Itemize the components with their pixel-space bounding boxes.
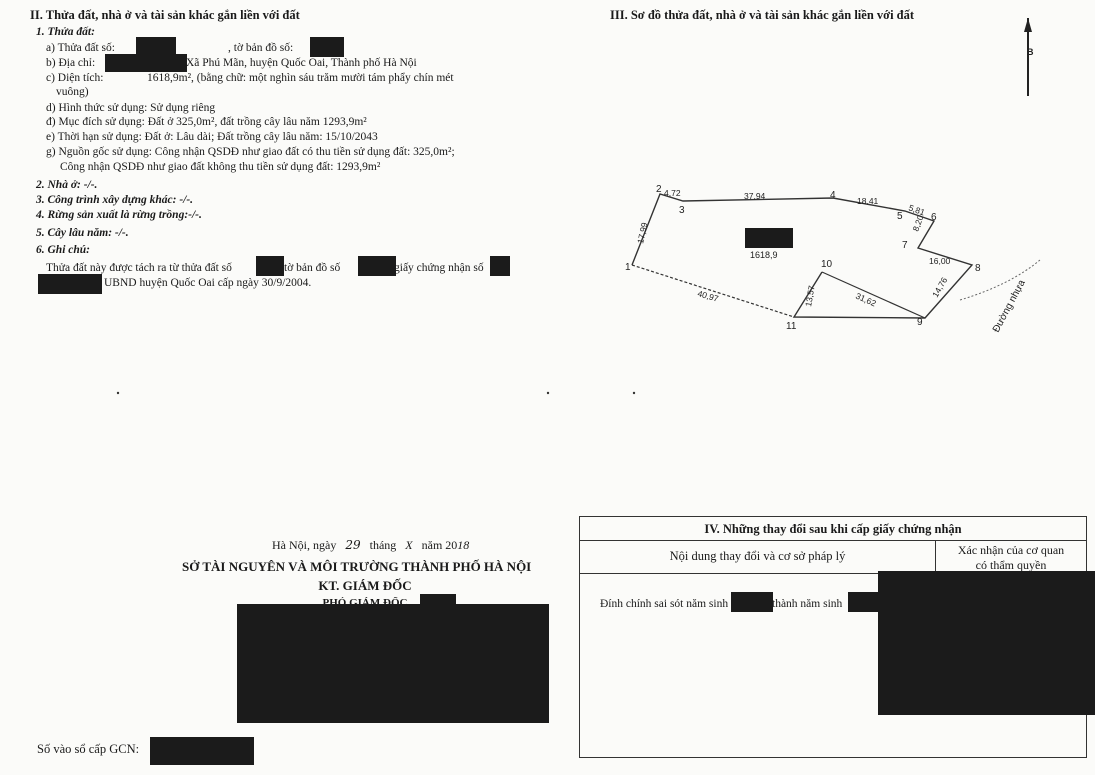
- redaction-cert-number-1: [490, 256, 510, 276]
- use-origin: g) Nguồn gốc sử dụng: Công nhận QSDĐ như…: [46, 146, 455, 158]
- table-divider: [580, 540, 1086, 541]
- notes-text-c: giấy chứng nhận số: [394, 262, 484, 274]
- redaction-source-sheet: [358, 256, 396, 276]
- table-column-divider: [935, 540, 936, 573]
- change-entry-a: Đính chính sai sót năm sinh: [600, 598, 729, 610]
- redaction-registry-number: [150, 737, 254, 765]
- edge-length: 16,00: [929, 256, 951, 266]
- notes-text-a: Thửa đất này được tách ra từ thửa đất số: [46, 262, 232, 274]
- date-year-suffix: 18: [457, 538, 470, 552]
- forest-line: 4. Rừng sản xuất là rừng trồng:-/-.: [36, 209, 202, 221]
- point-label: 10: [821, 259, 833, 270]
- point-label: 11: [786, 321, 797, 332]
- point-label: 4: [830, 190, 836, 201]
- map-sheet-label: , tờ bản đồ số:: [228, 42, 294, 54]
- date-line: Hà Nội, ngày 29 tháng X năm 2018: [272, 538, 469, 553]
- date-day: 29: [345, 538, 361, 552]
- point-label: 7: [902, 240, 908, 251]
- edge-length: 17,99: [635, 221, 649, 244]
- area-value: 1618,9m², (bằng chữ: một nghìn sáu trăm …: [147, 72, 454, 84]
- boundary-edge-1-11: [631, 264, 795, 318]
- road-label: Đường nhựa: [991, 278, 1028, 335]
- redaction-map-sheet: [310, 37, 344, 57]
- diagram-area-label: 1618,9: [750, 250, 778, 260]
- edge-length: 8,20: [910, 213, 925, 232]
- north-arrow-icon: B: [1024, 18, 1034, 96]
- table-divider: [580, 573, 1086, 574]
- edge-length: 18,41: [857, 196, 879, 206]
- use-origin-2: Công nhận QSDĐ như giao đất không thu ti…: [60, 161, 381, 173]
- edge-length: 31,62: [854, 291, 878, 309]
- redaction-old-birth-year: [731, 592, 773, 612]
- road-line: [959, 259, 1041, 301]
- col-content-header: Nội dung thay đổi và cơ sở pháp lý: [669, 549, 846, 563]
- redaction-cert-number-2: [38, 274, 102, 294]
- address-label: b) Địa chỉ:: [46, 57, 96, 69]
- redaction-source-parcel: [256, 256, 284, 276]
- perennial-line: 5. Cây lâu năm: -/-.: [36, 227, 129, 239]
- north-label: B: [1027, 47, 1034, 57]
- scan-speck: [546, 391, 550, 395]
- address-value: Xã Phú Mãn, huyện Quốc Oai, Thành phố Hà…: [186, 57, 417, 69]
- redaction-diagram-parcel-id: [745, 228, 793, 248]
- notes-text-2: UBND huyện Quốc Oai cấp ngày 30/9/2004.: [104, 277, 312, 289]
- scan-speck: [116, 391, 120, 395]
- parcel-title: 1. Thửa đất:: [36, 26, 95, 38]
- edge-length: 4,72: [664, 188, 681, 198]
- kt-title: KT. GIÁM ĐỐC: [318, 578, 412, 593]
- date-year-label: năm 20: [421, 538, 458, 552]
- point-label: 3: [679, 205, 685, 216]
- edge-length: 37,94: [744, 191, 766, 201]
- point-label: 8: [975, 263, 981, 274]
- area-label: c) Diện tích:: [46, 72, 104, 84]
- change-entry-b: thành năm sinh: [772, 598, 843, 610]
- registry-label: Số vào sổ cấp GCN:: [37, 742, 140, 756]
- date-prefix: Hà Nội, ngày: [272, 538, 337, 552]
- redaction-address: [105, 54, 187, 72]
- point-label: 6: [931, 212, 937, 223]
- col-confirm-header-1: Xác nhận của cơ quan: [957, 543, 1065, 557]
- boundary-edge-10-9: [821, 271, 926, 319]
- construction-line: 3. Công trình xây dựng khác: -/-.: [36, 194, 194, 206]
- use-form: d) Hình thức sử dụng: Sử dụng riêng: [46, 102, 216, 114]
- notes-text-b: tờ bản đồ số: [284, 262, 341, 274]
- date-month-label: tháng: [369, 538, 397, 552]
- parcel-number-label: a) Thửa đất số:: [46, 42, 115, 54]
- point-label: 5: [897, 211, 903, 222]
- date-month: X: [405, 538, 413, 552]
- point-label: 1: [625, 262, 631, 273]
- house-line: 2. Nhà ở: -/-.: [36, 179, 98, 191]
- use-purpose: đ) Mục đích sử dụng: Đất ở 325,0m², đất …: [46, 116, 367, 128]
- deputy-title: PHÓ GIÁM ĐỐC: [322, 597, 408, 605]
- redaction-parcel-number: [136, 37, 176, 55]
- redaction-new-birth-year: [848, 592, 880, 612]
- section-2-heading: II. Thửa đất, nhà ở và tài sản khác gắn …: [30, 8, 300, 22]
- col-confirm-header-2: có thẩm quyền: [975, 558, 1047, 572]
- use-term: e) Thời hạn sử dụng: Đất ở: Lâu dài; Đất…: [46, 131, 378, 143]
- changes-table: IV. Những thay đổi sau khi cấp giấy chứn…: [579, 516, 1087, 758]
- redaction-signature: [237, 604, 549, 723]
- parcel-diagram: B 1 2 3 4 5 6 7 8 9 10 11 4,72 37,94 18,…: [116, 18, 1041, 395]
- area-value-cont: vuông): [56, 86, 89, 98]
- department-name: SỞ TÀI NGUYÊN VÀ MÔI TRƯỜNG THÀNH PHỐ HÀ…: [182, 559, 532, 574]
- edge-length: 13,57: [803, 284, 817, 307]
- section-3-heading: III. Sơ đồ thửa đất, nhà ở và tài sản kh…: [610, 8, 915, 22]
- redaction-confirmation: [878, 571, 1095, 715]
- section-4-heading: IV. Những thay đổi sau khi cấp giấy chứn…: [704, 522, 962, 536]
- scan-speck: [632, 391, 636, 395]
- edge-length: 14,76: [930, 275, 949, 299]
- notes-title: 6. Ghi chú:: [36, 244, 90, 256]
- point-label: 9: [917, 317, 923, 328]
- parcel-boundary: [631, 193, 974, 319]
- point-label: 2: [656, 184, 662, 195]
- edge-length: 40,97: [696, 288, 719, 304]
